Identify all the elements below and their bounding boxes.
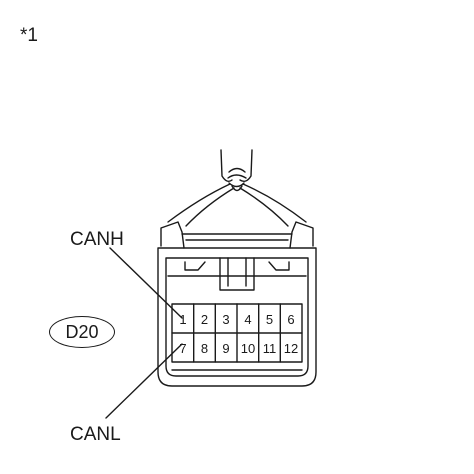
canh-label: CANH [70,229,124,250]
canl-label: CANL [70,424,121,445]
pin-numbers: 1 2 3 4 5 6 7 8 9 10 11 12 [179,312,298,356]
pin-6-label: 6 [287,312,294,327]
pin-12-label: 12 [284,341,298,356]
pin-2-label: 2 [201,312,208,327]
reference-mark: *1 [20,25,38,46]
pin-9-label: 9 [222,341,229,356]
wire-harness [167,149,307,227]
pin-4-label: 4 [244,312,251,327]
pin-10-label: 10 [241,341,255,356]
pin-7-label: 7 [179,341,186,356]
pin-cavity-grid [171,303,303,363]
connector-code-text: D20 [65,321,99,342]
pin-11-label: 11 [263,341,277,356]
connector-housing [157,221,317,387]
pin-8-label: 8 [201,341,208,356]
pin-3-label: 3 [222,312,229,327]
pin-1-label: 1 [179,312,186,327]
canh-leader-line [109,247,183,319]
canl-leader-line [105,343,183,419]
pin-5-label: 5 [266,312,273,327]
connector-code-badge: D20 [49,316,115,348]
